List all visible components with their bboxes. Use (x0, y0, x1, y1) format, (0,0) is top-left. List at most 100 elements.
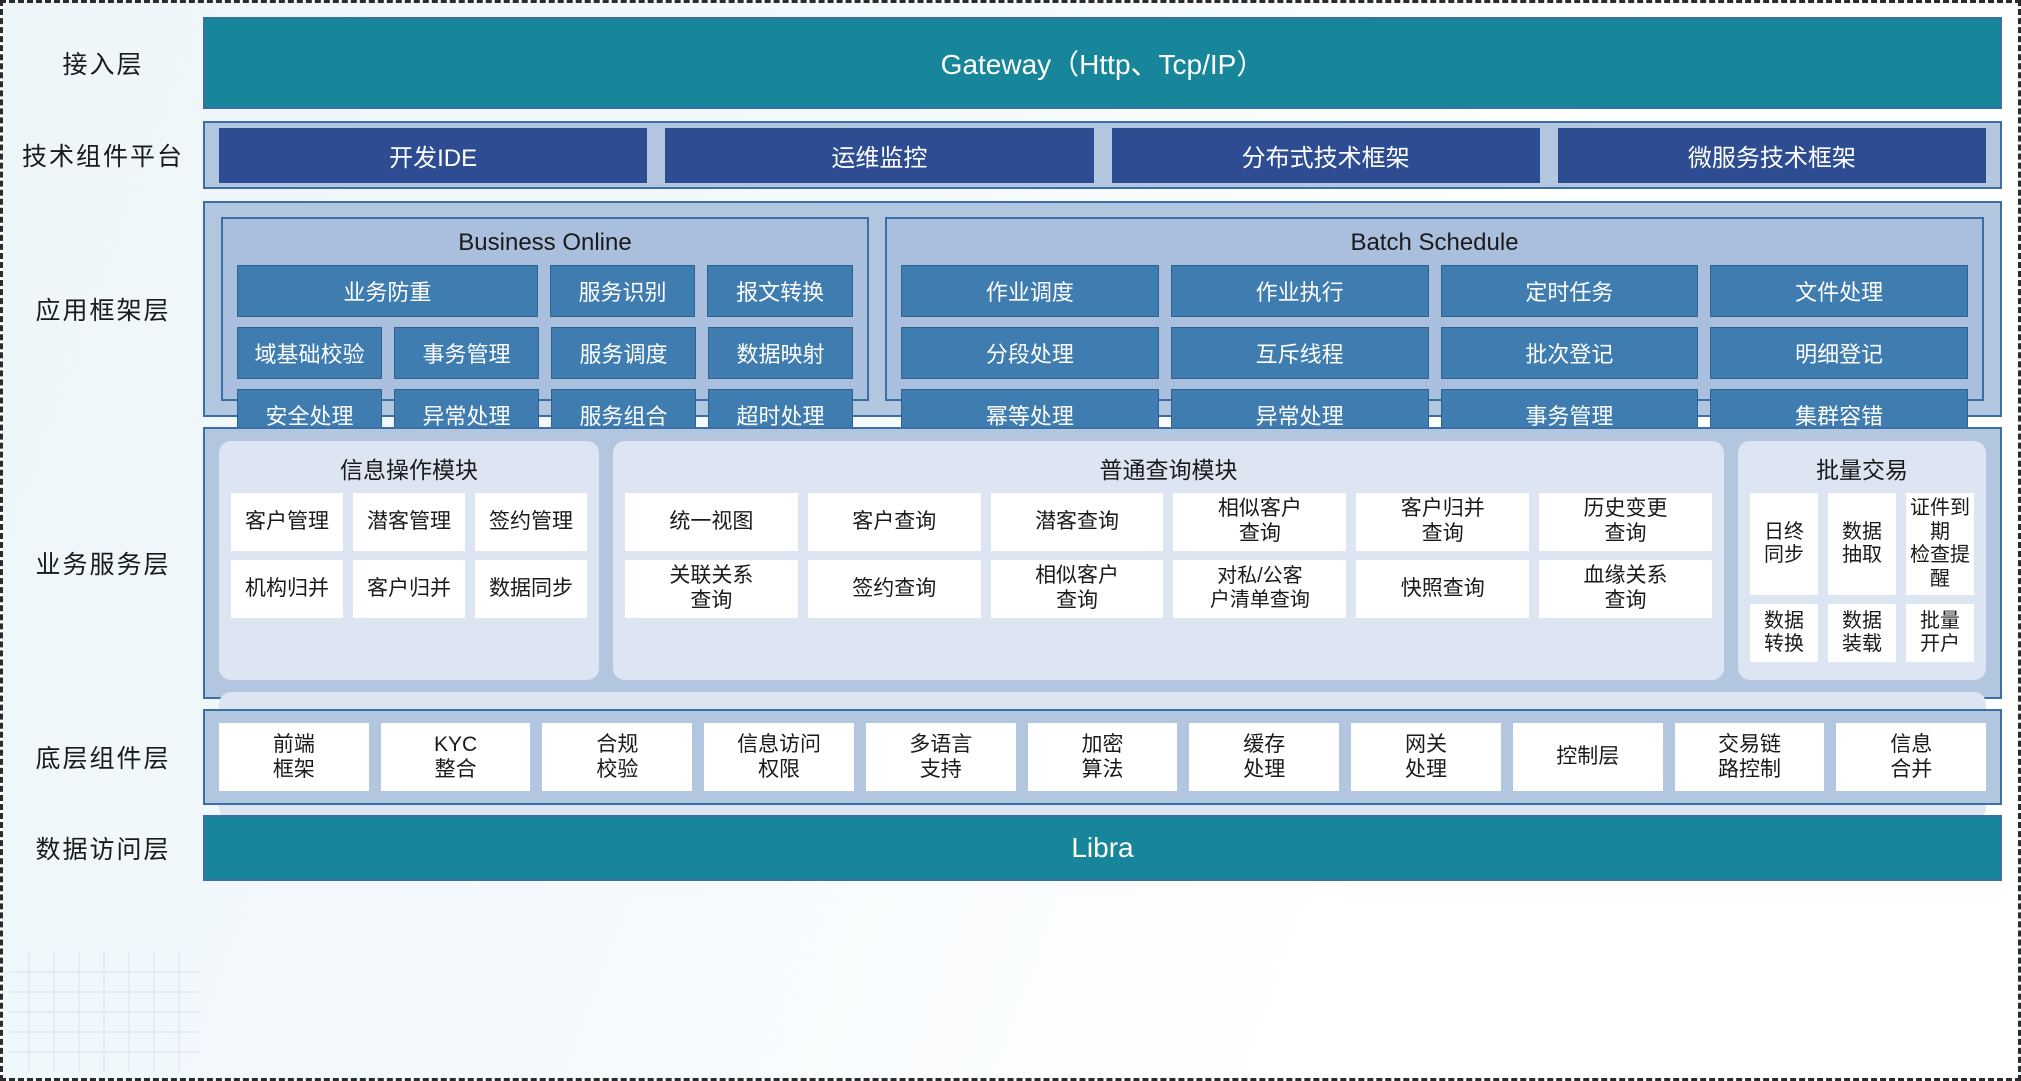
layer-label-access: 接入层 (62, 51, 144, 79)
base-cell-item[interactable]: 多语言 支持 (865, 723, 1016, 791)
app-chip[interactable]: 业务防重 (237, 265, 538, 317)
cell-item[interactable]: 相似客户 查询 (990, 560, 1164, 618)
layer-tech: 技术组件平台 开发IDE 运维监控 分布式技术框架 微服务技术框架 (3, 121, 2018, 189)
layer-access: 接入层 Gateway（Http、Tcp/IP） (3, 17, 2018, 109)
layer-appfw: 应用框架层 Business Online 业务防重 服务识别 报文转换 域基础… (3, 201, 2018, 441)
app-chip[interactable]: 服务调度 (551, 327, 696, 379)
tech-chip-ide[interactable]: 开发IDE (219, 127, 648, 183)
layer-label-appfw: 应用框架层 (35, 297, 171, 325)
cell-row: 客户管理 潜客管理 签约管理 (231, 493, 587, 551)
app-chip[interactable]: 域基础校验 (237, 327, 382, 379)
cell-grid-info: 客户管理 潜客管理 签约管理 机构归并 客户归并 数据同步 (231, 493, 587, 618)
cell-item[interactable]: 客户归并 (353, 560, 465, 618)
app-chip[interactable]: 服务识别 (549, 265, 696, 317)
app-chip[interactable]: 分段处理 (901, 327, 1159, 379)
app-chip[interactable]: 互斥线程 (1170, 327, 1429, 379)
layer-label-data: 数据访问层 (35, 836, 171, 864)
base-cell-item[interactable]: 网关 处理 (1351, 723, 1501, 791)
app-grid-batch: 作业调度 作业执行 定时任务 文件处理 分段处理 互斥线程 批次登记 明细登记 (901, 265, 1968, 441)
base-cell-item[interactable]: 缓存 处理 (1189, 723, 1340, 791)
layer-label-base: 底层组件层 (35, 745, 171, 773)
cell-grid-batch: 日终 同步 数据 抽取 证件到期 检查提醒 数据 转换 数据 装载 批量 开户 (1750, 493, 1974, 663)
cell-item[interactable]: 客户归并 查询 (1356, 493, 1530, 551)
libra-bar: Libra (203, 815, 2002, 881)
cell-item[interactable]: 潜客查询 (990, 493, 1164, 551)
cell-item[interactable]: 客户管理 (231, 493, 343, 551)
cell-item[interactable]: 关联关系 查询 (625, 560, 798, 618)
cell-item[interactable]: 日终 同步 (1750, 493, 1818, 596)
module-batch-transaction: 批量交易 日终 同步 数据 抽取 证件到期 检查提醒 数据 转换 数据 装载 批… (1738, 441, 1986, 681)
module-general-query: 普通查询模块 统一视图 客户查询 潜客查询 相似客户 查询 客户归并 查询 历史… (613, 441, 1724, 681)
app-group-batch-schedule: Batch Schedule 作业调度 作业执行 定时任务 文件处理 分段处理 … (885, 217, 1984, 441)
base-cell-item[interactable]: 合规 校验 (542, 723, 693, 791)
app-group-business-online: Business Online 业务防重 服务识别 报文转换 域基础校验 事务管… (221, 217, 869, 441)
app-grid-row: 作业调度 作业执行 定时任务 文件处理 (901, 265, 1968, 317)
layer-data: 数据访问层 Libra (3, 815, 2018, 881)
app-grid-row: 域基础校验 事务管理 服务调度 数据映射 (237, 327, 853, 379)
layer-body-base: 前端 框架 KYC 整合 合规 校验 信息访问 权限 多语言 支持 加密 算法 … (203, 709, 2002, 805)
app-chip[interactable]: 作业执行 (1170, 265, 1429, 317)
layer-body-tech: 开发IDE 运维监控 分布式技术框架 微服务技术框架 (203, 121, 2002, 189)
cell-row: 机构归并 客户归并 数据同步 (231, 560, 587, 618)
app-chip[interactable]: 事务管理 (394, 327, 539, 379)
cell-item[interactable]: 机构归并 (231, 560, 343, 618)
module-title-info: 信息操作模块 (340, 457, 478, 483)
gateway-bar: Gateway（Http、Tcp/IP） (203, 17, 2002, 109)
cell-item[interactable]: 客户查询 (807, 493, 981, 551)
base-cell-item[interactable]: 信息 合并 (1836, 723, 1987, 791)
cell-item[interactable]: 血缘关系 查询 (1539, 560, 1712, 618)
cell-item[interactable]: 签约查询 (807, 560, 981, 618)
base-cell-item[interactable]: 控制层 (1512, 723, 1663, 791)
business-service-panel: 信息操作模块 客户管理 潜客管理 签约管理 机构归并 客户归并 数据同步 (203, 427, 2002, 821)
cell-item[interactable]: 证件到期 检查提醒 (1906, 493, 1974, 596)
cell-row: 统一视图 客户查询 潜客查询 相似客户 查询 客户归并 查询 历史变更 查询 (625, 493, 1712, 551)
cell-item[interactable]: 相似客户 查询 (1173, 493, 1347, 551)
app-chip[interactable]: 明细登记 (1710, 327, 1968, 379)
app-chip[interactable]: 批次登记 (1440, 327, 1699, 379)
layer-base: 底层组件层 前端 框架 KYC 整合 合规 校验 信息访问 权限 多语言 支持 … (3, 709, 2018, 805)
base-components-panel: 前端 框架 KYC 整合 合规 校验 信息访问 权限 多语言 支持 加密 算法 … (203, 709, 2002, 805)
tech-chip-microservice[interactable]: 微服务技术框架 (1557, 127, 1986, 183)
cell-item[interactable]: 数据 装载 (1828, 604, 1896, 663)
tech-chip-ops[interactable]: 运维监控 (665, 127, 1094, 183)
base-cell-item[interactable]: 交易链 路控制 (1674, 723, 1825, 791)
cell-item[interactable]: 批量 开户 (1906, 604, 1974, 663)
layer-body-access: Gateway（Http、Tcp/IP） (203, 17, 2002, 109)
app-group-title-online: Business Online (458, 229, 632, 256)
cell-grid-query: 统一视图 客户查询 潜客查询 相似客户 查询 客户归并 查询 历史变更 查询 关… (625, 493, 1712, 618)
cell-item[interactable]: 潜客管理 (353, 493, 465, 551)
tech-chip-distributed[interactable]: 分布式技术框架 (1111, 127, 1540, 183)
cell-row: 日终 同步 数据 抽取 证件到期 检查提醒 (1750, 493, 1974, 596)
cell-row: 数据 转换 数据 装载 批量 开户 (1750, 604, 1974, 663)
app-chip[interactable]: 文件处理 (1710, 265, 1968, 317)
app-chip[interactable]: 作业调度 (901, 265, 1159, 317)
layer-body-bizsvc: 信息操作模块 客户管理 潜客管理 签约管理 机构归并 客户归并 数据同步 (203, 427, 2002, 821)
base-cell-item[interactable]: 前端 框架 (219, 723, 369, 791)
module-info-operations: 信息操作模块 客户管理 潜客管理 签约管理 机构归并 客户归并 数据同步 (219, 441, 599, 681)
base-cell-item[interactable]: KYC 整合 (380, 723, 531, 791)
app-chip[interactable]: 数据映射 (708, 327, 853, 379)
cell-item[interactable]: 数据 转换 (1750, 604, 1818, 663)
app-framework-panel: Business Online 业务防重 服务识别 报文转换 域基础校验 事务管… (203, 201, 2002, 441)
app-grid-online: 业务防重 服务识别 报文转换 域基础校验 事务管理 服务调度 数据映射 安全处理 (237, 265, 853, 441)
cell-item[interactable]: 快照查询 (1356, 560, 1530, 618)
cell-item[interactable]: 签约管理 (475, 493, 587, 551)
app-chip[interactable]: 报文转换 (707, 265, 853, 317)
cell-item[interactable]: 历史变更 查询 (1539, 493, 1712, 551)
base-cell-item[interactable]: 加密 算法 (1027, 723, 1178, 791)
layer-bizsvc: 业务服务层 信息操作模块 客户管理 潜客管理 签约管理 (3, 427, 2018, 821)
cell-item[interactable]: 对私/公客 户清单查询 (1173, 560, 1347, 618)
app-chip[interactable]: 定时任务 (1440, 265, 1699, 317)
layer-label-tech: 技术组件平台 (21, 143, 184, 171)
app-group-title-batch: Batch Schedule (1350, 229, 1519, 256)
layer-body-data: Libra (203, 815, 2002, 881)
cell-item[interactable]: 数据 抽取 (1828, 493, 1896, 596)
business-modules-row: 信息操作模块 客户管理 潜客管理 签约管理 机构归并 客户归并 数据同步 (219, 441, 1986, 681)
module-title-query: 普通查询模块 (1099, 457, 1238, 483)
cell-item[interactable]: 统一视图 (625, 493, 798, 551)
base-cell-item[interactable]: 信息访问 权限 (704, 723, 854, 791)
cell-item[interactable]: 数据同步 (475, 560, 587, 618)
module-title-batch: 批量交易 (1816, 457, 1908, 483)
cell-row: 关联关系 查询 签约查询 相似客户 查询 对私/公客 户清单查询 快照查询 血缘… (625, 560, 1712, 618)
